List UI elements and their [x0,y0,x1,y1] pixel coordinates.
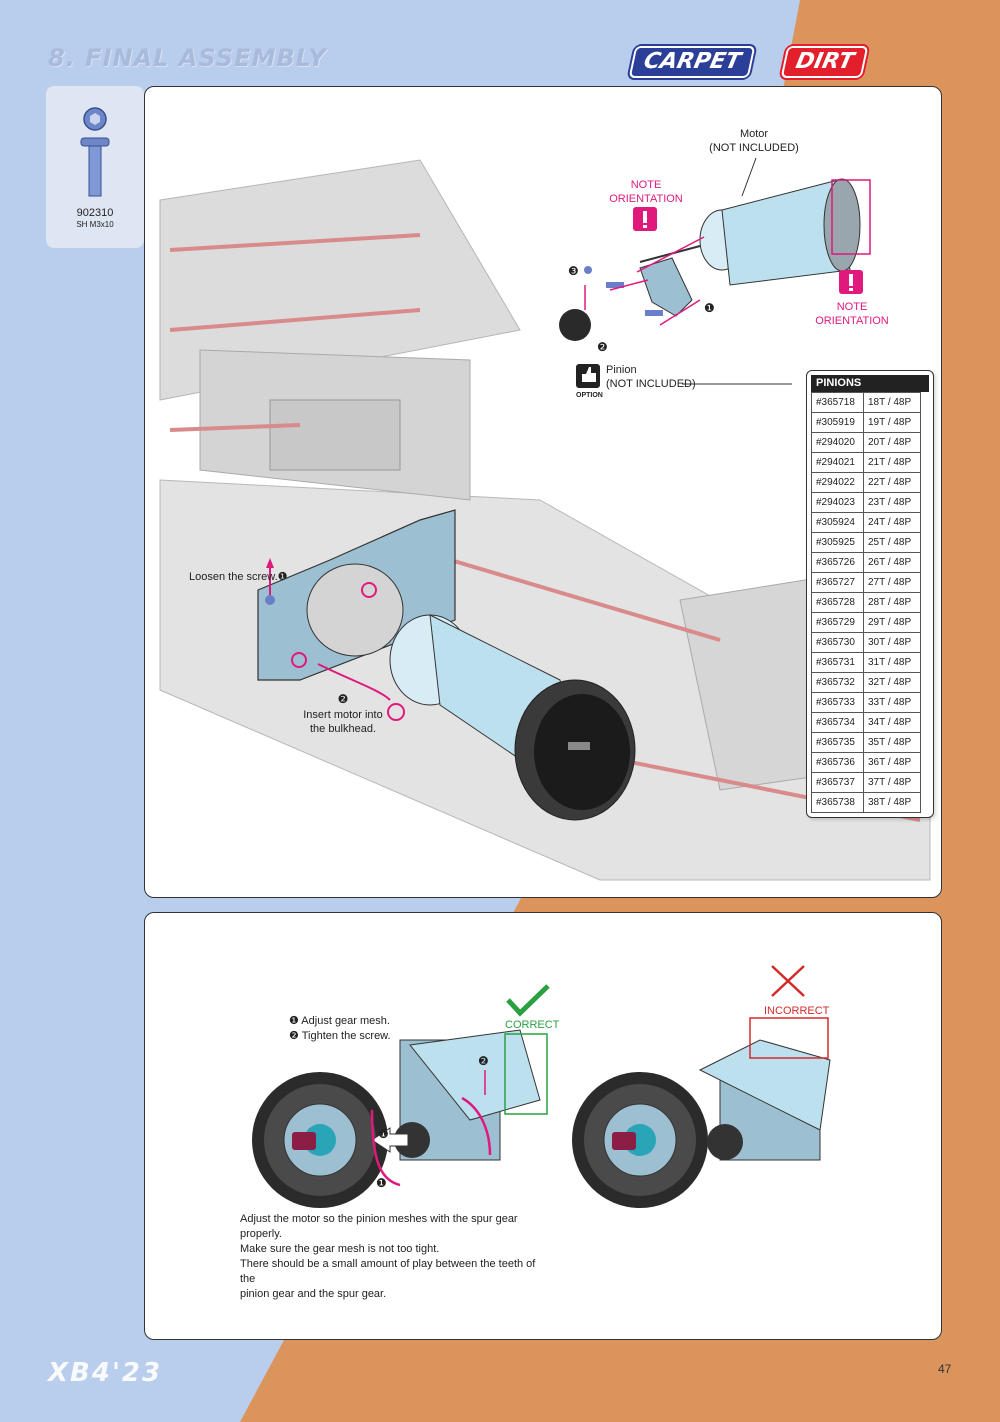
pinion-part-number: #365729 [811,612,864,633]
pinion-part-number: #365735 [811,732,864,753]
pinion-spec: 29T / 48P [862,612,922,633]
pinion-part-number: #305925 [811,532,864,553]
pinion-spec: 35T / 48P [862,732,922,753]
pinion-spec: 20T / 48P [862,432,922,453]
pinion-spec: 28T / 48P [862,592,922,613]
pinion-spec: 31T / 48P [862,652,922,673]
screw-icon [80,107,110,197]
pinion-part-number: #365734 [811,712,864,733]
tighten-marker: ❷ [478,1054,489,1068]
adjust-marker-b: ❶ [376,1176,387,1190]
parts-box: 902310 SH M3x10 [46,86,144,248]
incorrect-label: INCORRECT [764,1005,830,1017]
pinion-spec: 18T / 48P [862,392,922,413]
pinion-part-number: #365718 [811,392,864,413]
pinion-part-number: #305924 [811,512,864,533]
pinion-label: Pinion(NOT INCLUDED) [606,364,696,390]
insert-step-marker: ❷ [337,692,349,706]
pinion-part-number: #365737 [811,772,864,793]
option-label: OPTION [576,392,603,399]
pinion-spec: 27T / 48P [862,572,922,593]
step-1-marker: ❶ [704,301,715,315]
chassis-illustration [159,157,931,881]
pinion-spec: 22T / 48P [862,472,922,493]
pinions-title: PINIONS [811,375,929,392]
correct-label: CORRECT [505,1019,560,1031]
pinion-part-number: #365728 [811,592,864,613]
pinion-part-number: #365727 [811,572,864,593]
pinion-spec: 36T / 48P [862,752,922,773]
pinion-spec: 21T / 48P [862,452,922,473]
product-logo: XB4'23 [48,1358,163,1388]
pinion-part-number: #365732 [811,672,864,693]
pinion-part-number: #365730 [811,632,864,653]
pinion-spec: 19T / 48P [862,412,922,433]
loosen-screw-label: Loosen the screw.❶ [189,571,288,583]
pinion-part-number: #305919 [811,412,864,433]
pinion-part-number: #294023 [811,492,864,513]
pinion-spec: 24T / 48P [862,512,922,533]
section-title: 8. FINAL ASSEMBLY [48,44,327,72]
pinion-spec: 23T / 48P [862,492,922,513]
pinion-spec: 33T / 48P [862,692,922,713]
step-2-marker: ❷ [597,340,608,354]
part-code: 902310 [76,207,114,219]
gear-step-1: ❶ Adjust gear mesh. [289,1015,390,1027]
gear-play-note: There should be a small amount of play b… [240,1258,536,1300]
pinion-part-number: #365733 [811,692,864,713]
step-3-marker: ❸ [568,264,579,278]
motor-exploded [559,178,861,341]
pinion-spec: 34T / 48P [862,712,922,733]
pinion-part-number: #365736 [811,752,864,773]
motor-label: Motor(NOT INCLUDED) [709,128,799,154]
pinion-part-number: #365731 [811,652,864,673]
adjust-marker-a: ❶ [378,1127,389,1141]
pinion-spec: 38T / 48P [862,792,922,813]
pinion-spec: 37T / 48P [862,772,922,793]
pinion-part-number: #365738 [811,792,864,813]
part-size: SH M3x10 [76,220,114,229]
page-number: 47 [938,1362,952,1376]
pinion-spec: 32T / 48P [862,672,922,693]
pinion-spec: 25T / 48P [862,532,922,553]
gear-step-2: ❷ Tighten the screw. [289,1030,391,1042]
pinion-part-number: #294022 [811,472,864,493]
pinion-spec: 30T / 48P [862,632,922,653]
gear-mesh-instructions: Adjust the motor so the pinion meshes wi… [240,1213,518,1255]
pinion-part-number: #294020 [811,432,864,453]
pinion-part-number: #294021 [811,452,864,473]
motor [389,614,636,821]
pinion-spec: 26T / 48P [862,552,922,573]
pinion-part-number: #365726 [811,552,864,573]
